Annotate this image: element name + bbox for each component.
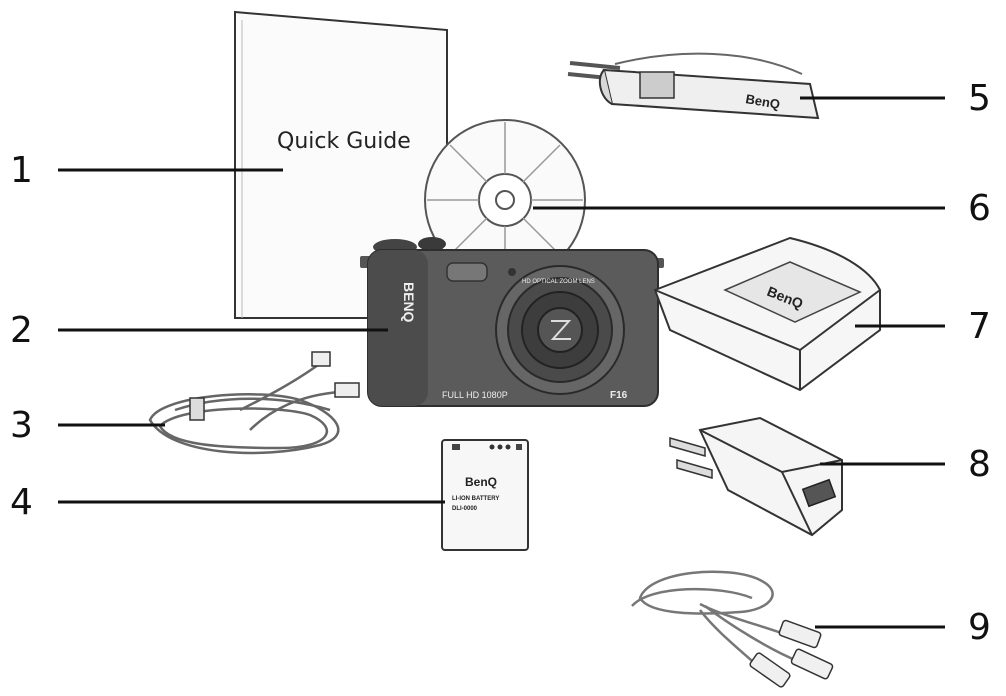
camera-pouch: BenQ: [653, 236, 881, 392]
leader-lines: [58, 96, 945, 629]
callout-number-7: 7: [968, 306, 991, 347]
lens-ring-text: HD OPTICAL ZOOM LENS: [522, 279, 595, 285]
callout-number-6: 6: [968, 188, 991, 229]
usb-cable: [148, 351, 360, 455]
callout-number-3: 3: [10, 405, 33, 446]
callout-number-9: 9: [968, 607, 991, 648]
wrist-strap: BenQ: [567, 52, 820, 120]
callout-number-2: 2: [10, 310, 33, 351]
battery: BenQ LI-ION BATTERY DLI-0000: [441, 439, 529, 551]
camera-model: F16: [610, 390, 628, 401]
camera-badge: FULL HD 1080P: [442, 390, 508, 400]
callout-number-5: 5: [968, 78, 991, 119]
battery-line2: DLI-0000: [452, 506, 478, 512]
av-cable: [631, 570, 834, 688]
quick-guide-title: Quick Guide: [277, 129, 411, 154]
callout-numbers: 1 2 3 4 5 6 7 8 9: [10, 78, 991, 648]
power-adapter: [669, 416, 843, 537]
callout-number-1: 1: [10, 150, 33, 191]
cd-disc: [424, 119, 586, 281]
battery-line1: LI-ION BATTERY: [452, 496, 499, 502]
callout-number-8: 8: [968, 444, 991, 485]
camera: BENQ HD OPTICAL ZOOM LENS FULL HD 1080P …: [360, 237, 664, 407]
camera-grip-label: BENQ: [401, 282, 417, 323]
callout-number-4: 4: [10, 482, 33, 523]
strap-brand: BenQ: [744, 91, 781, 112]
battery-brand: BenQ: [465, 475, 497, 489]
